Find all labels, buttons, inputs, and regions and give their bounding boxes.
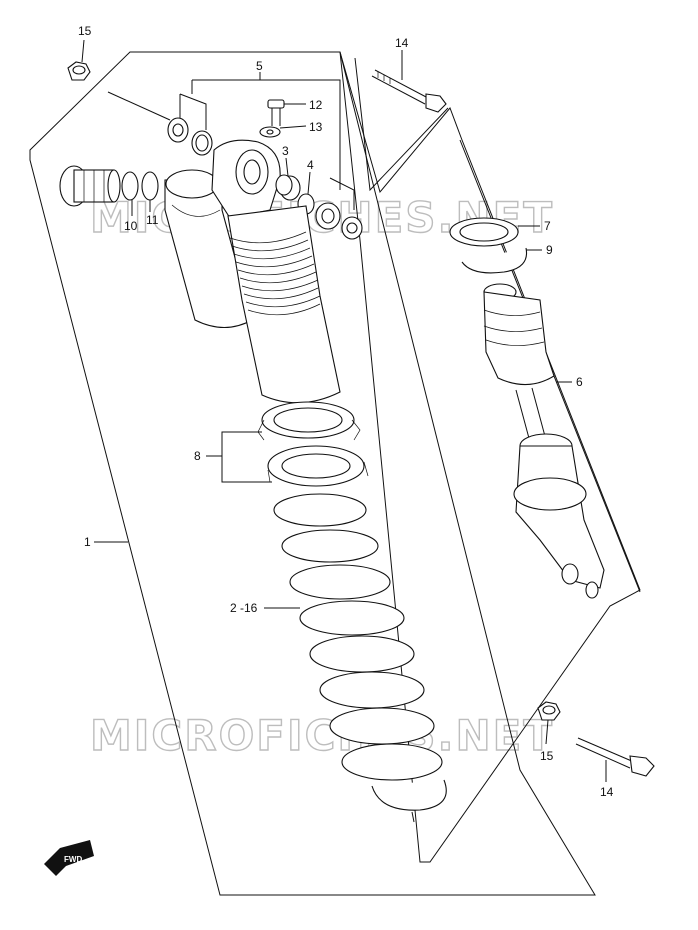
bolt-group-line (354, 57, 449, 192)
callout-11: 11 (146, 213, 159, 227)
bolt-top (371, 50, 447, 113)
damper-clevis (513, 433, 605, 599)
callout-10: 10 (124, 219, 138, 233)
damper-subassembly-outline (339, 51, 641, 863)
main-assembly-outline (29, 51, 596, 896)
bolt-bottom (575, 737, 655, 782)
damper-rod (483, 283, 572, 443)
callout-13: 13 (309, 120, 323, 134)
callout-9: 9 (546, 243, 553, 257)
bushing-left (167, 117, 213, 156)
flange-nut-bottom (537, 701, 561, 745)
callout-1: 1 (84, 535, 91, 549)
bushing-right (315, 202, 363, 240)
clip-9 (461, 247, 542, 274)
callout-15-top: 15 (78, 24, 92, 38)
callout-14-bottom: 14 (600, 785, 614, 799)
callout-2-16: 2 -16 (230, 601, 258, 615)
collar-3 (275, 157, 301, 201)
spring-seat-upper (257, 401, 361, 441)
callout-5: 5 (256, 59, 263, 73)
reservoir-body (164, 169, 253, 329)
callout-8: 8 (194, 449, 201, 463)
spring-seat-lower (267, 445, 369, 487)
callout-4: 4 (307, 158, 314, 172)
callout-3: 3 (282, 144, 289, 158)
coil-spring (273, 493, 443, 781)
bracket-8 (206, 431, 272, 483)
ring-7 (449, 217, 540, 247)
washer-13 (259, 125, 307, 138)
callout-6: 6 (576, 375, 583, 389)
callout-15-bottom: 15 (540, 749, 554, 763)
reservoir-cap (59, 165, 159, 216)
callout-7: 7 (544, 219, 551, 233)
screw-12 (267, 99, 306, 126)
bracket-5 (107, 72, 355, 210)
callout-12: 12 (309, 98, 323, 112)
spring-clip (371, 779, 447, 823)
fwd-arrow-icon: FWD (44, 840, 94, 876)
watermark-lower: MICROFICHES.NET (90, 711, 554, 760)
callout-14-top: 14 (395, 36, 409, 50)
shock-body-eye (211, 139, 281, 219)
fwd-label: FWD (64, 855, 82, 864)
flange-nut-top (67, 39, 91, 81)
